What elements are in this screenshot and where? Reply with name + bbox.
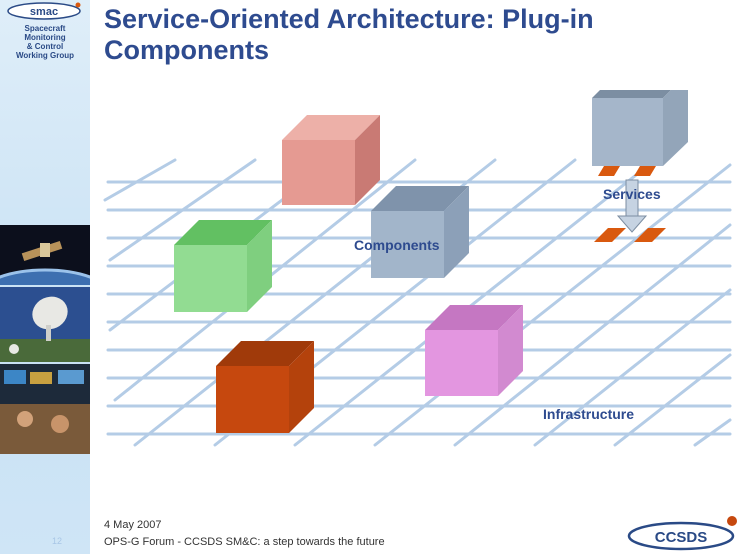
slide-title: Service-Oriented Architecture: Plug-in C…	[104, 4, 594, 65]
component-cube-brown	[216, 341, 314, 433]
ccsds-logo: CCSDS	[627, 516, 737, 551]
footer-date: 4 May 2007	[104, 519, 162, 531]
service-sockets	[594, 228, 666, 242]
component-cube-pink	[282, 115, 380, 205]
components-label: Components	[354, 237, 440, 253]
svg-text:smac: smac	[30, 6, 58, 18]
plug-in-diagram	[103, 90, 732, 447]
infrastructure-label: Infrastructure	[543, 406, 635, 422]
service-component-cube	[592, 90, 688, 176]
svg-text:CCSDS: CCSDS	[655, 529, 708, 546]
component-cube-violet	[425, 305, 523, 396]
control-room-photo	[0, 364, 90, 454]
working-group-name: Spacecraft Monitoring & Control Working …	[15, 24, 75, 60]
footer-text: OPS-G Forum - CCSDS SM&C: a step towards…	[104, 536, 385, 548]
services-label: Services	[603, 186, 661, 202]
slide-number: 12	[52, 536, 63, 546]
component-cube-blue	[371, 186, 469, 278]
satellite-photo	[0, 225, 90, 285]
sidebar: smac Spacecraft Monitoring & Control Wor…	[0, 0, 90, 554]
antenna-photo	[0, 287, 90, 362]
service-arrow	[616, 179, 648, 233]
component-cube-green	[174, 220, 272, 312]
smac-logo: smac	[7, 2, 81, 20]
